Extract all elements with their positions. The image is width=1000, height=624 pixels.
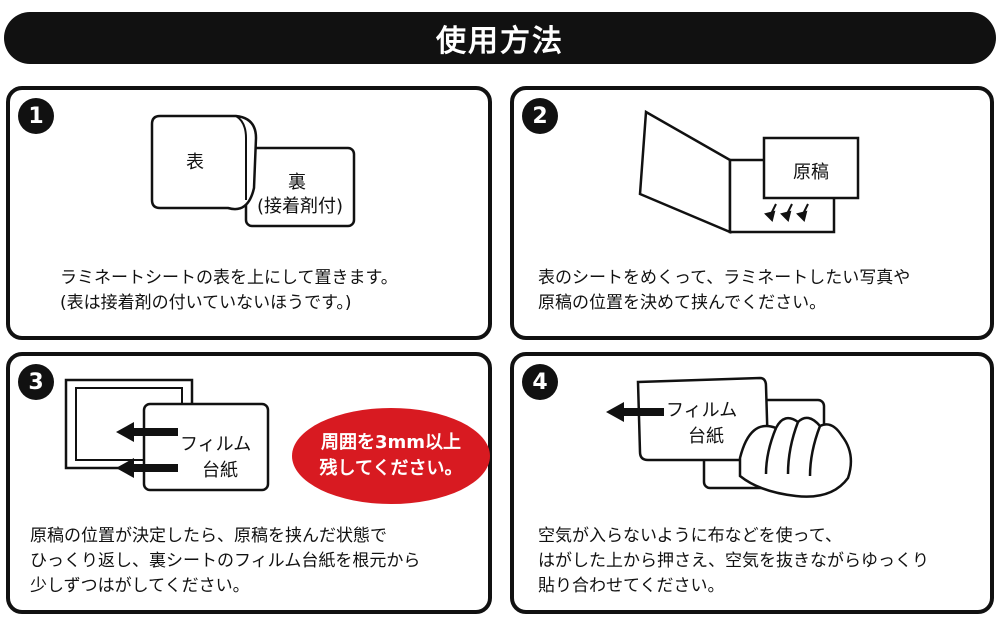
film-label-1: フィルム xyxy=(666,400,738,421)
header-banner: 使用方法 xyxy=(4,12,996,64)
step-2-panel: 2 原稿 表のシートをめくって、ラミネートしたい写真や 原稿の位置を決めて挟んで… xyxy=(510,86,994,340)
step-2-number: 2 xyxy=(522,98,558,134)
step-4-number: 4 xyxy=(522,364,558,400)
left-arrows-icon xyxy=(116,422,178,478)
left-arrow-icon xyxy=(606,402,664,422)
film-label-2: 台紙 xyxy=(202,460,238,481)
step-2-illustration xyxy=(638,109,860,234)
step-1-caption: ラミネートシートの表を上にして置きます。 (表は接着剤の付いていないほうです。) xyxy=(60,268,398,313)
back-sub-label: (接着剤付) xyxy=(256,196,344,217)
step-1-number: 1 xyxy=(18,98,54,134)
front-label: 表 xyxy=(186,152,204,173)
down-arrows-icon xyxy=(764,203,809,222)
step-1-illustration xyxy=(150,114,356,228)
film-label-1: フィルム xyxy=(180,434,252,455)
original-paper xyxy=(762,136,860,200)
sheet-fold xyxy=(235,115,247,200)
step-2-caption: 表のシートをめくって、ラミネートしたい写真や 原稿の位置を決めて挟んでください。 xyxy=(538,268,911,313)
step-4-panel: 4 フィルム 台紙 空気が入らないように布などを使って、 はがした上から押さえ、… xyxy=(510,352,994,614)
step-3-caption: 原稿の位置が決定したら、原稿を挟んだ状態で ひっくり返し、裏シートのフィルム台紙… xyxy=(30,526,421,596)
step-4-caption: 空気が入らないように布などを使って、 はがした上から押さえ、空気を抜きながらゆっ… xyxy=(538,526,929,596)
front-sheet xyxy=(150,114,258,211)
step-3-illustration xyxy=(64,378,270,492)
opened-sheet xyxy=(638,109,732,234)
step-3-panel: 3 フィルム 台紙 周囲を3mm以上 残してください。 原稿の位置が決定したら、… xyxy=(6,352,492,614)
film-label-2: 台紙 xyxy=(688,426,724,447)
page-title: 使用方法 xyxy=(436,24,564,59)
hand-icon xyxy=(738,416,853,498)
original-label: 原稿 xyxy=(793,162,829,183)
margin-notice-badge: 周囲を3mm以上 残してください。 xyxy=(292,408,490,504)
step-3-number: 3 xyxy=(18,364,54,400)
step-1-panel: 1 表 裏 (接着剤付) ラミネートシートの表を上にして置きます。 (表は接着剤… xyxy=(6,86,492,340)
back-label: 裏 xyxy=(288,172,306,193)
step-4-illustration xyxy=(606,376,853,498)
